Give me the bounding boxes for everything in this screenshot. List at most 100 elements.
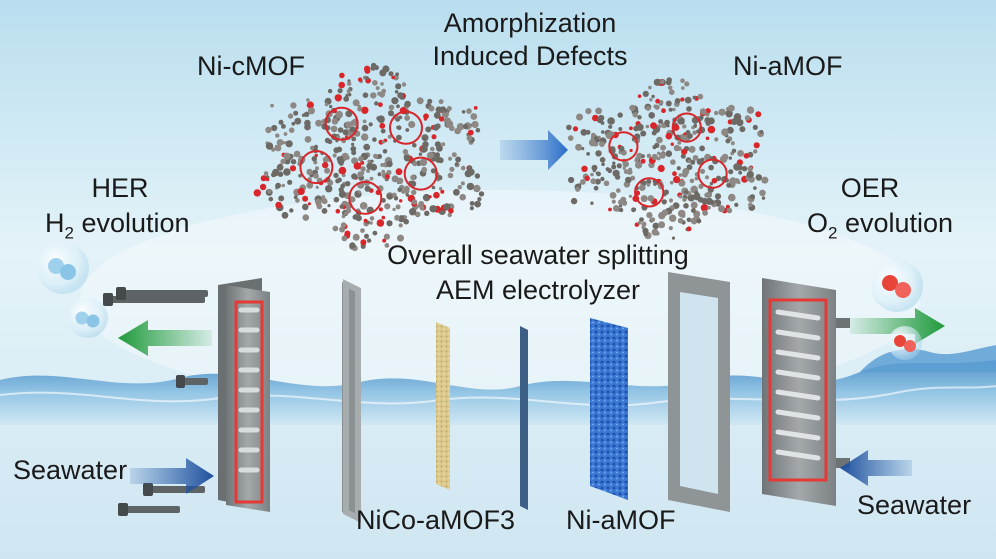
mof-atom (469, 206, 474, 211)
mof-atom (398, 115, 403, 120)
mof-atom (611, 164, 617, 170)
mof-atom (447, 212, 452, 218)
mof-atom (403, 215, 408, 219)
mof-atom (616, 163, 622, 169)
mof-atom (366, 162, 374, 170)
mof-atom (646, 183, 651, 187)
gasket-frame-left (342, 279, 361, 523)
mof-atom (454, 127, 461, 135)
mof-atom (759, 189, 766, 197)
mof-atom (649, 98, 653, 102)
mof-atom (349, 196, 356, 203)
mof-atom (287, 113, 294, 119)
mof-atom (473, 106, 478, 110)
mof-atom (282, 141, 287, 145)
mof-atom (276, 164, 284, 171)
mof-atom (424, 210, 430, 216)
mof-atom (570, 197, 578, 205)
mof-atom (656, 136, 663, 144)
mof-atom (699, 108, 707, 115)
mof-atom (339, 226, 346, 233)
mof-atom (718, 108, 726, 116)
mof-atom (618, 127, 623, 131)
mof-atom (647, 195, 654, 202)
mof-atom (669, 89, 675, 95)
mof-pore (348, 180, 383, 215)
mof-atom (315, 198, 322, 205)
mof-atom (707, 205, 711, 210)
mof-atom (635, 161, 643, 169)
mof-atom (686, 106, 692, 112)
mof-atom (659, 79, 665, 85)
mof-atom (463, 123, 469, 130)
mof-atom (437, 175, 443, 181)
mof-atom (438, 116, 445, 122)
mof-atom (396, 104, 400, 109)
right-end-plate (762, 278, 850, 506)
mof-atom (351, 136, 357, 142)
mof-atom (471, 120, 479, 129)
mof-atom (443, 109, 447, 113)
mof-atom (448, 156, 453, 161)
mof-atom (680, 78, 685, 83)
mof-atom (391, 175, 399, 183)
mof-atom (686, 226, 692, 232)
mof-atom (393, 196, 399, 201)
mof-atom (379, 122, 386, 129)
mof-atom (411, 199, 418, 205)
seawater-in-arrow-left (130, 458, 214, 494)
mof-atom (372, 80, 378, 86)
ni-amof-structure (566, 77, 769, 240)
title-line1: Amorphization (443, 8, 617, 38)
mof-atom (455, 156, 462, 163)
mof-atom (594, 178, 601, 185)
mof-atom (752, 124, 758, 130)
mof-atom (359, 202, 368, 210)
mof-atom (581, 165, 588, 172)
mof-atom (737, 150, 744, 157)
mof-atom (612, 169, 620, 177)
mof-atom (260, 175, 267, 182)
mof-atom (343, 211, 348, 216)
left-end-plate (218, 278, 270, 512)
mof-atom (475, 127, 481, 133)
mof-atom (474, 200, 481, 208)
mof-atom (446, 106, 452, 111)
mof-atom (650, 122, 657, 129)
mof-atom (322, 161, 329, 169)
mof-atom (575, 143, 583, 151)
mof-atom (666, 77, 672, 83)
mof-atom (411, 189, 417, 196)
mof-atom (420, 145, 428, 153)
mof-atom (338, 160, 344, 166)
mof-atom (704, 153, 711, 161)
mof-atom (741, 166, 748, 172)
mof-atom (642, 227, 649, 234)
ni-amof-top-label: Ni-aMOF (733, 51, 843, 81)
mof-atom (759, 130, 764, 134)
mof-atom (361, 106, 369, 115)
mof-atom (590, 178, 597, 185)
mof-atom (568, 176, 575, 184)
mof-atom (443, 203, 451, 211)
mof-atom (699, 168, 706, 174)
mof-atom (680, 153, 686, 159)
mof-atom (605, 131, 613, 140)
mof-atom (466, 182, 475, 191)
mof-atom (670, 159, 676, 165)
mof-atom (360, 239, 367, 246)
mof-atom (705, 121, 711, 126)
mof-atom (658, 221, 666, 229)
mof-atom (392, 207, 396, 212)
mof-atom (278, 195, 285, 202)
mof-atom (429, 205, 437, 213)
mof-atom (747, 166, 753, 172)
mof-atom (364, 65, 371, 72)
h2-out-arrow (118, 320, 212, 356)
mof-atom (398, 223, 403, 228)
mof-atom (346, 89, 351, 94)
mof-atom (651, 94, 655, 99)
mof-atom (394, 214, 400, 221)
mof-atom (673, 176, 681, 184)
mof-atom (401, 82, 407, 87)
